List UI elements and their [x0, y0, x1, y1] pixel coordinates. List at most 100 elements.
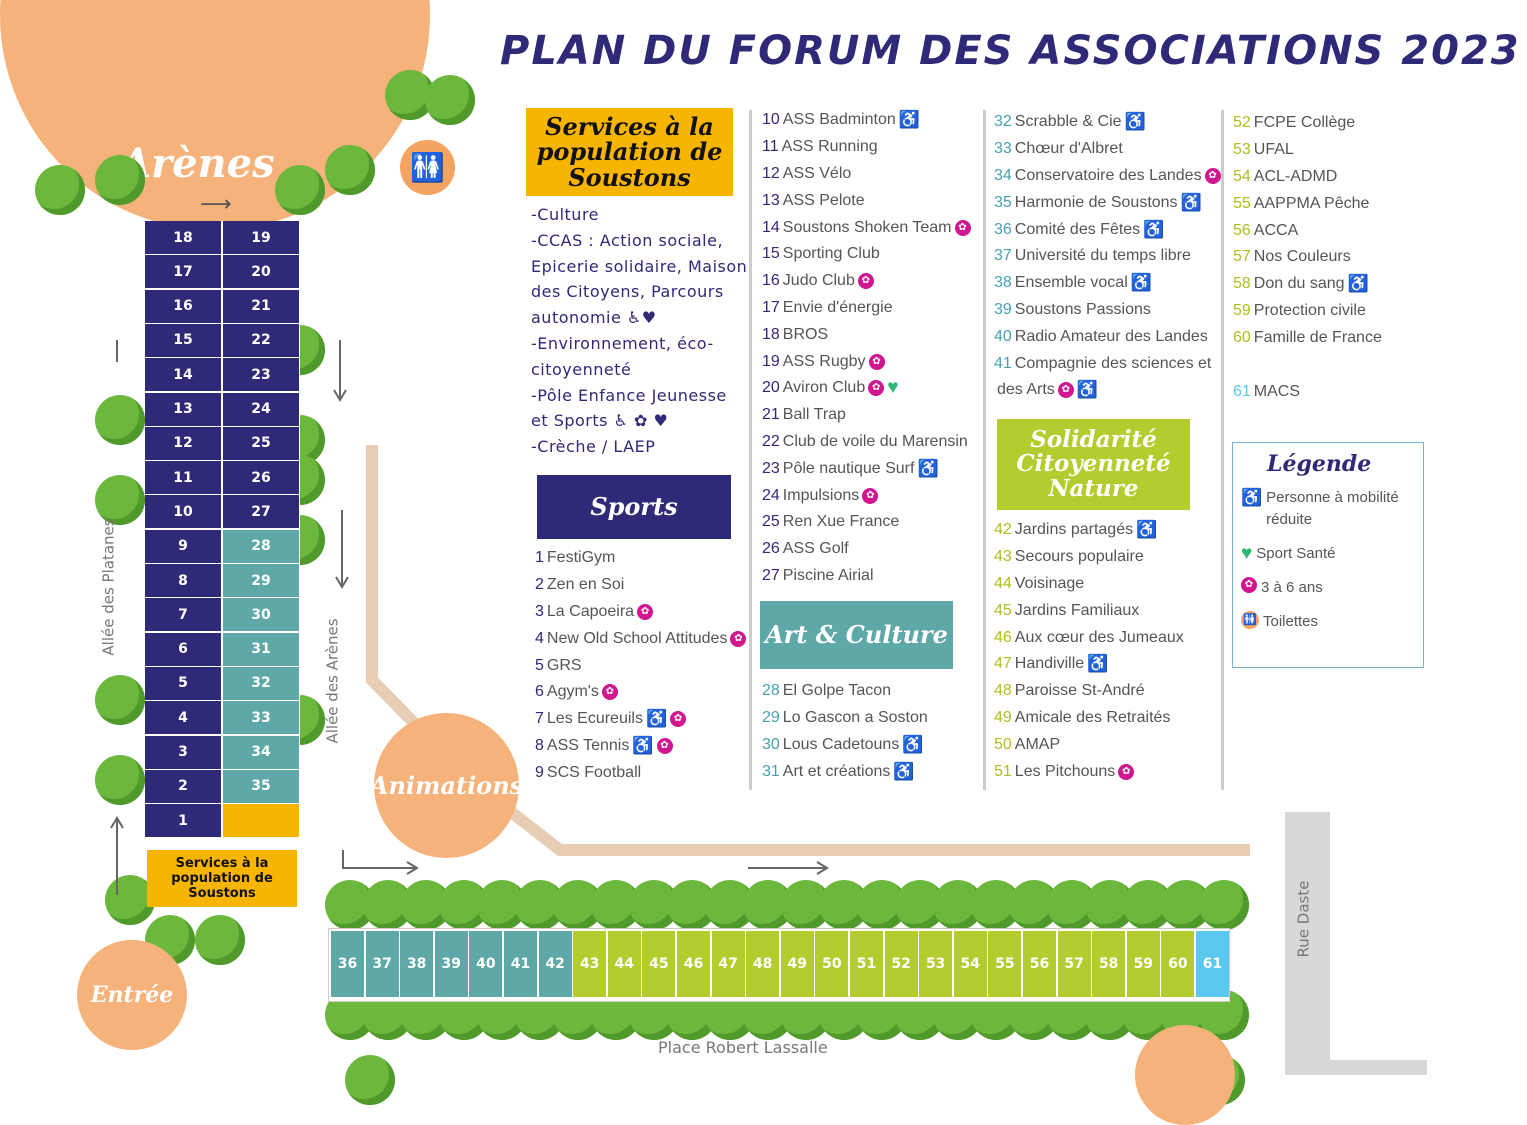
services-line: autonomie ♿♥ — [531, 308, 657, 328]
wheelchair-icon: ♿ — [898, 110, 920, 130]
item-name: FCPE Collège — [1253, 114, 1356, 132]
legend-label: 3 à 6 ans — [1261, 579, 1323, 596]
item-name: Nos Couleurs — [1253, 248, 1351, 266]
services-line: citoyenneté — [531, 359, 632, 379]
item-number: 36 — [994, 220, 1012, 238]
stand: 42 — [538, 931, 572, 997]
item-number: 33 — [994, 140, 1012, 158]
star-badge-icon: ✿ — [601, 684, 618, 701]
stand: 12 — [145, 426, 221, 460]
item-name: ASS Running — [781, 138, 878, 156]
stand: 18 — [145, 221, 221, 254]
stand: 24 — [223, 392, 299, 426]
item-number: 5 — [535, 656, 544, 674]
item-number: 8 — [535, 736, 544, 754]
item-name: Lous Cadetouns — [782, 735, 900, 753]
stand: 2 — [145, 769, 221, 803]
item-number: 17 — [762, 298, 780, 316]
item-name: Piscine Airial — [782, 566, 874, 584]
item-name: UFAL — [1253, 141, 1294, 159]
star-badge-icon: ✿ — [1118, 763, 1135, 780]
arrow-right-icon: ⟶ — [200, 192, 232, 217]
tree — [95, 155, 145, 205]
item-number: 44 — [994, 574, 1012, 592]
item-number: 55 — [1233, 194, 1251, 212]
allee-arenes-label: Allée des Arènes — [323, 618, 342, 744]
item-number: 61 — [1233, 383, 1251, 401]
stand: 14 — [145, 358, 221, 392]
stand: 8 — [145, 564, 221, 597]
item-name: Art et créations — [782, 762, 891, 780]
tree — [95, 755, 145, 805]
stand: 25 — [223, 426, 299, 460]
item-number: 60 — [1233, 328, 1251, 346]
item-name: Zen en Soi — [546, 576, 625, 594]
item-name: ASS Rugby — [782, 352, 866, 370]
heart-icon: ♥ — [1241, 543, 1253, 564]
tree — [105, 875, 155, 925]
stand: 37 — [365, 931, 399, 997]
item-name: Ball Trap — [782, 406, 846, 424]
item-number: 9 — [535, 763, 544, 781]
item-number: 38 — [994, 274, 1012, 292]
item-name: des Arts — [997, 381, 1055, 399]
item-number: 10 — [762, 111, 780, 129]
services-line: -Crèche / LAEP — [531, 437, 656, 457]
tree — [425, 75, 475, 125]
stand: 50 — [815, 931, 849, 997]
item-number: 56 — [1233, 221, 1251, 239]
item-number: 3 — [535, 602, 544, 620]
item-name: Scrabble & Cie — [1014, 113, 1122, 131]
wheelchair-icon: ♿ — [1124, 112, 1146, 132]
star-badge-icon: ✿ — [1057, 382, 1074, 399]
stand: 61 — [1196, 931, 1229, 997]
item-name: Pôle nautique Surf — [782, 459, 915, 477]
allee-platanes-label: Allée des Platanes — [99, 518, 118, 656]
stand: 9 — [145, 529, 221, 563]
wheelchair-icon: ♿ — [1130, 273, 1152, 293]
item-number: 41 — [994, 354, 1012, 372]
item-name: Agym's — [546, 683, 599, 701]
item-number: 6 — [535, 683, 544, 701]
stand: 46 — [677, 931, 710, 997]
star-badge-icon: ✿ — [862, 487, 879, 504]
services-header: Services à la population de Soustons — [526, 108, 733, 196]
item-name: Jardins partagés — [1014, 521, 1134, 539]
item-number: 59 — [1233, 301, 1251, 319]
item-name: Amicale des Retraités — [1014, 708, 1171, 726]
wheelchair-icon: ♿ — [893, 761, 915, 781]
item-name: Famille de France — [1253, 328, 1382, 346]
entree-area: Entrée — [77, 940, 187, 1050]
item-name: Soustons Passions — [1014, 300, 1151, 318]
stand: 40 — [469, 931, 503, 997]
item-number: 39 — [994, 300, 1012, 318]
item-name: La Capoeira — [546, 602, 635, 620]
animations-area: Animations — [370, 713, 523, 858]
stand: 45 — [642, 931, 676, 997]
stand: 49 — [780, 931, 814, 997]
stand: 48 — [746, 931, 780, 997]
stand: 29 — [223, 564, 299, 597]
item-number: 53 — [1233, 141, 1251, 159]
item-number: 16 — [762, 272, 780, 290]
services-line: -Culture — [531, 205, 600, 224]
legend-title: Légende — [1267, 451, 1372, 477]
